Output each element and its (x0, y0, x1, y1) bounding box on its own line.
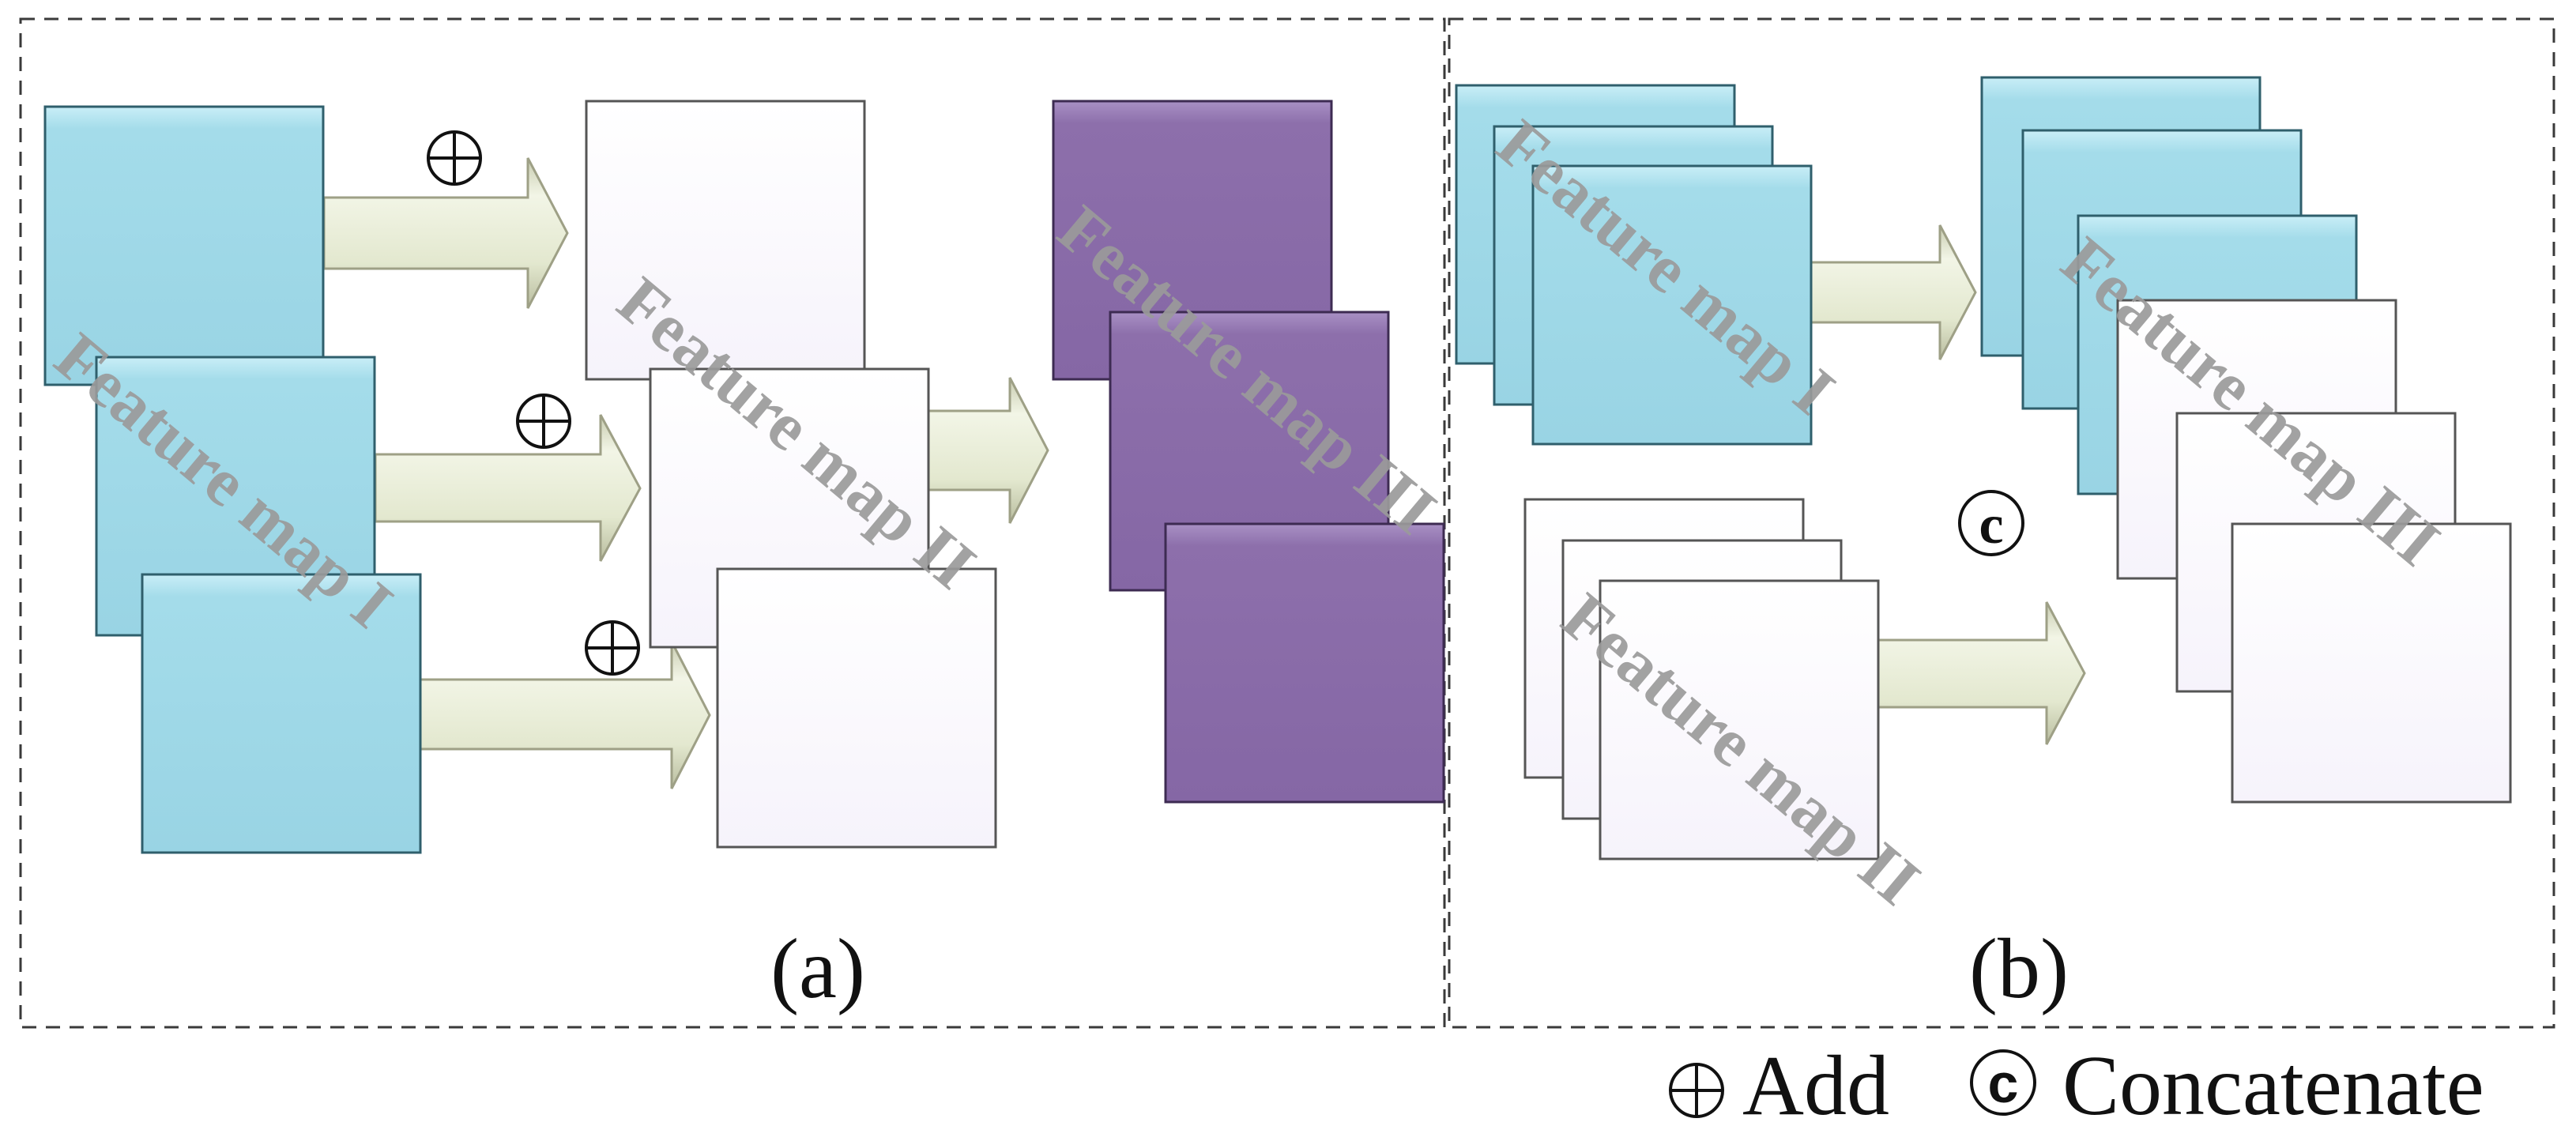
feature-map-3-block-a-3 (1164, 522, 1445, 804)
add-icon-a-1 (427, 130, 482, 186)
legend-concat-label: Concatenate (2062, 1039, 2484, 1133)
feature-map-2-block-a-3 (716, 567, 997, 849)
legend: Add c Concatenate (1669, 1039, 2484, 1133)
legend-add-label: Add (1742, 1039, 1889, 1133)
svg-text:c: c (1979, 495, 2003, 555)
feature-map-1-block-a-3 (141, 573, 422, 854)
arrow-b-2 (1875, 601, 2086, 745)
arrow-a-4 (923, 377, 1049, 524)
arrow-b-1 (1808, 224, 1977, 360)
legend-add-icon (1669, 1063, 1724, 1118)
panel-b-border (1448, 17, 2555, 1029)
add-icon-a-2 (516, 394, 571, 449)
concat-output-block-6 (2231, 522, 2512, 804)
feature-map-1-block-a-1 (43, 105, 325, 386)
feature-map-2-block-b-3 (1599, 579, 1880, 860)
arrow-a-1 (322, 157, 569, 309)
svg-text:c: c (1988, 1053, 2019, 1114)
panel-b-caption: (b) (1969, 922, 2069, 1016)
arrow-a-3 (417, 641, 711, 789)
legend-concat-icon: c (1970, 1049, 2036, 1116)
feature-map-1-block-b-3 (1531, 164, 1813, 446)
panel-a-caption: (a) (770, 922, 865, 1016)
concat-icon-b: c (1958, 490, 2024, 556)
add-icon-a-3 (585, 620, 640, 676)
arrow-a-2 (374, 414, 642, 562)
